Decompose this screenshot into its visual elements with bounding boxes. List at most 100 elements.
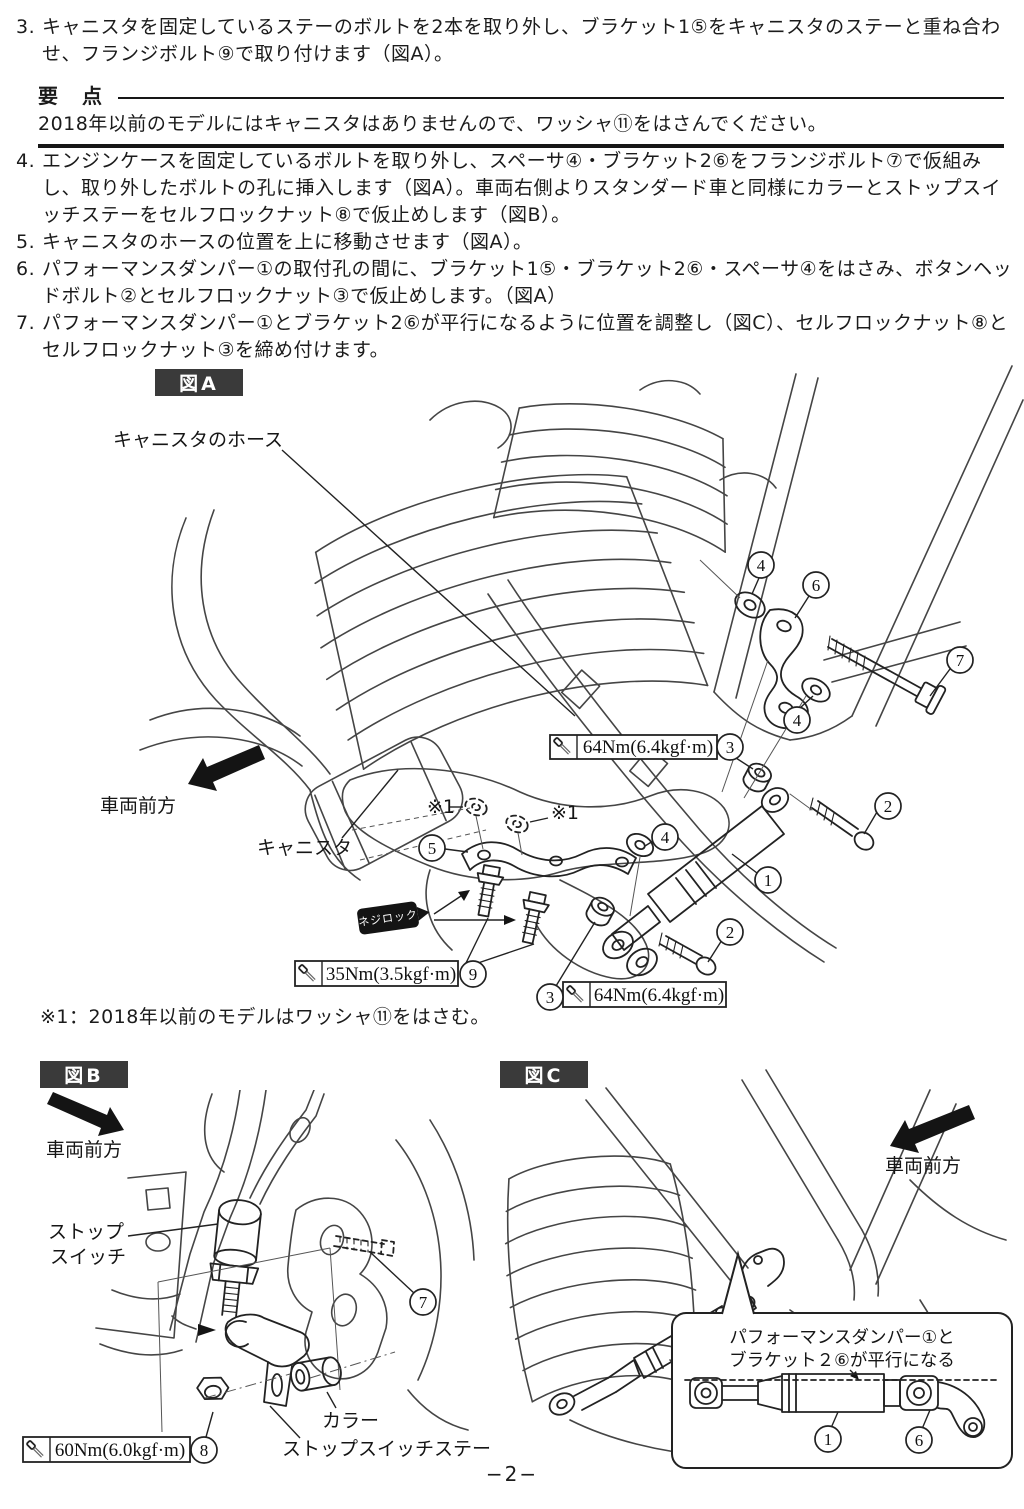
callout-5: 5 bbox=[418, 834, 446, 862]
callout-1: 1 bbox=[754, 866, 782, 894]
callout-1: 1 bbox=[814, 1425, 842, 1453]
screwdriver-icon bbox=[298, 964, 316, 982]
callout-2: 2 bbox=[716, 918, 744, 946]
callout-4: 4 bbox=[651, 823, 679, 851]
svg-text:8: 8 bbox=[200, 1441, 209, 1460]
screwdriver-icon bbox=[26, 1440, 44, 1458]
figure-c-drawing: 車両前方 パフォーマンスダンパー①と ブラケット２⑥が平行になる 1 6 bbox=[504, 1069, 1013, 1469]
svg-text:2: 2 bbox=[726, 923, 735, 942]
ref-washer-left bbox=[464, 797, 488, 817]
svg-text:3: 3 bbox=[726, 738, 735, 757]
flange-bolt-7 bbox=[827, 635, 947, 715]
step-number: 5. bbox=[16, 231, 36, 253]
flange-nut-3-lower bbox=[585, 896, 615, 927]
svg-text:2: 2 bbox=[884, 797, 893, 816]
svg-text:4: 4 bbox=[661, 828, 670, 847]
note-header-rule bbox=[118, 96, 1004, 99]
vehicle-front-label: 車両前方 bbox=[885, 1155, 961, 1177]
callout-3: 3 bbox=[716, 733, 744, 761]
ref-mark-right: ※1 bbox=[551, 802, 579, 824]
svg-text:6: 6 bbox=[812, 576, 821, 595]
button-bolt-2-upper bbox=[789, 793, 875, 851]
torque-spec-upper: 64Nm(6.4kgf·m) bbox=[549, 734, 718, 760]
bracket-1-art bbox=[461, 841, 637, 878]
stop-switch-label-1: ストップ bbox=[48, 1221, 124, 1243]
note-header: 要 点 bbox=[38, 84, 104, 108]
figure-b-drawing: 車両前方 ストップ スイッチ カラー ストップスイッチステー 60Nm(6.0k… bbox=[22, 1090, 490, 1464]
washer-4-top bbox=[734, 591, 766, 619]
instruction-step: 6. パフォーマンスダンパー①の取付孔の間に、ブラケット1⑤・ブラケット2⑥・ス… bbox=[16, 256, 1018, 310]
instruction-steps-top: 3. キャニスタを固定しているステーのボルトを2本を取り外し、ブラケット1⑤をキ… bbox=[16, 14, 1018, 68]
vehicle-front-arrow bbox=[890, 1105, 975, 1153]
screwdriver-icon bbox=[566, 985, 584, 1003]
canister-label: キャニスタ bbox=[257, 837, 352, 859]
svg-text:1: 1 bbox=[764, 871, 773, 890]
instruction-step: 4. エンジンケースを固定しているボルトを取り外し、スペーサ④・ブラケット2⑥を… bbox=[16, 148, 1018, 229]
ref-washer-right bbox=[505, 814, 529, 834]
svg-text:60Nm(6.0kgf·m): 60Nm(6.0kgf·m) bbox=[55, 1440, 185, 1461]
svg-text:7: 7 bbox=[419, 1293, 428, 1312]
flange-bolt-9a bbox=[476, 864, 505, 918]
svg-text:7: 7 bbox=[956, 651, 965, 670]
callout-7: 7 bbox=[409, 1288, 437, 1316]
svg-text:4: 4 bbox=[793, 711, 802, 730]
stop-switch-art bbox=[209, 1199, 262, 1318]
svg-text:9: 9 bbox=[469, 965, 478, 984]
callout-2: 2 bbox=[874, 792, 902, 820]
svg-text:35Nm(3.5kgf·m): 35Nm(3.5kgf·m) bbox=[326, 964, 456, 985]
step-text: パフォーマンスダンパー①とブラケット2⑥が平行になるように位置を調整し（図C）、… bbox=[42, 312, 1009, 361]
instruction-step: 7. パフォーマンスダンパー①とブラケット2⑥が平行になるように位置を調整し（図… bbox=[16, 310, 1018, 364]
step-text: キャニスタを固定しているステーのボルトを2本を取り外し、ブラケット1⑤をキャニス… bbox=[42, 16, 1001, 65]
callout-9: 9 bbox=[459, 960, 487, 988]
parallel-inset-box: パフォーマンスダンパー①と ブラケット２⑥が平行になる 1 6 bbox=[671, 1250, 1013, 1469]
hidden-bolt-7 bbox=[333, 1235, 395, 1257]
step-text: パフォーマンスダンパー①の取付孔の間に、ブラケット1⑤・ブラケット2⑥・スペーサ… bbox=[42, 258, 1013, 307]
step-number: 6. bbox=[16, 258, 36, 280]
callout-4: 4 bbox=[783, 706, 811, 734]
self-lock-nut-8 bbox=[196, 1376, 230, 1400]
inset-text-line2: ブラケット２⑥が平行になる bbox=[729, 1350, 955, 1371]
svg-text:1: 1 bbox=[824, 1430, 833, 1449]
callout-4: 4 bbox=[747, 551, 775, 579]
stop-switch-stay-art bbox=[224, 1313, 310, 1407]
callout-3: 3 bbox=[536, 983, 564, 1011]
vehicle-front-arrow bbox=[188, 745, 265, 791]
performance-damper-art bbox=[602, 787, 790, 977]
figure-b-title: 図B bbox=[40, 1061, 128, 1088]
collar-art bbox=[290, 1356, 342, 1392]
footnote: ※1：2018年以前のモデルはワッシャ⑪をはさむ。 bbox=[40, 1006, 490, 1028]
figure-c-title: 図C bbox=[500, 1061, 588, 1088]
vehicle-front-label: 車両前方 bbox=[100, 795, 176, 817]
screwdriver-icon bbox=[553, 737, 571, 755]
torque-spec-60nm: 60Nm(6.0kgf·m) bbox=[22, 1436, 191, 1463]
collar-label: カラー bbox=[322, 1410, 379, 1432]
washer-4-lower bbox=[625, 832, 655, 858]
instruction-steps-main: 4. エンジンケースを固定しているボルトを取り外し、スペーサ④・ブラケット2⑥を… bbox=[16, 148, 1018, 364]
figure-a-drawing: ネジロック 車両前方 キャニスタのホース キャニスタ ※1 ※1 64Nm(6.… bbox=[100, 365, 1024, 1011]
exploded-parts-art: ネジロック bbox=[357, 559, 947, 977]
screw-lock-tube: ネジロック bbox=[357, 901, 430, 935]
step-text: キャニスタのホースの位置を上に移動させます（図A）。 bbox=[42, 231, 533, 253]
stop-switch-stay-label: ストップスイッチステー bbox=[282, 1438, 490, 1460]
callout-8: 8 bbox=[190, 1436, 218, 1464]
svg-text:3: 3 bbox=[546, 988, 555, 1007]
flange-bolt-9b bbox=[521, 891, 550, 945]
canister-hose-label: キャニスタのホース bbox=[113, 429, 283, 451]
inset-text-line1: パフォーマンスダンパー①と bbox=[729, 1328, 954, 1348]
step-text: エンジンケースを固定しているボルトを取り外し、スペーサ④・ブラケット2⑥をフラン… bbox=[42, 150, 1002, 226]
svg-text:64Nm(6.4kgf·m): 64Nm(6.4kgf·m) bbox=[594, 985, 724, 1006]
callout-6: 6 bbox=[905, 1426, 933, 1454]
inset-damper-art bbox=[689, 1373, 986, 1438]
vehicle-front-arrow bbox=[47, 1092, 124, 1136]
page-number: −2− bbox=[485, 1462, 539, 1486]
svg-text:6: 6 bbox=[915, 1431, 924, 1450]
instruction-step: 3. キャニスタを固定しているステーのボルトを2本を取り外し、ブラケット1⑤をキ… bbox=[16, 14, 1018, 68]
vehicle-front-label: 車両前方 bbox=[46, 1139, 122, 1161]
step-number: 4. bbox=[16, 150, 36, 172]
torque-spec-lower: 64Nm(6.4kgf·m) bbox=[562, 981, 727, 1008]
callout-7: 7 bbox=[946, 646, 974, 674]
step-number: 3. bbox=[16, 16, 36, 38]
ref-mark-left: ※1 bbox=[427, 796, 455, 818]
figure-b-line-art bbox=[95, 1090, 475, 1433]
svg-text:5: 5 bbox=[428, 839, 437, 858]
